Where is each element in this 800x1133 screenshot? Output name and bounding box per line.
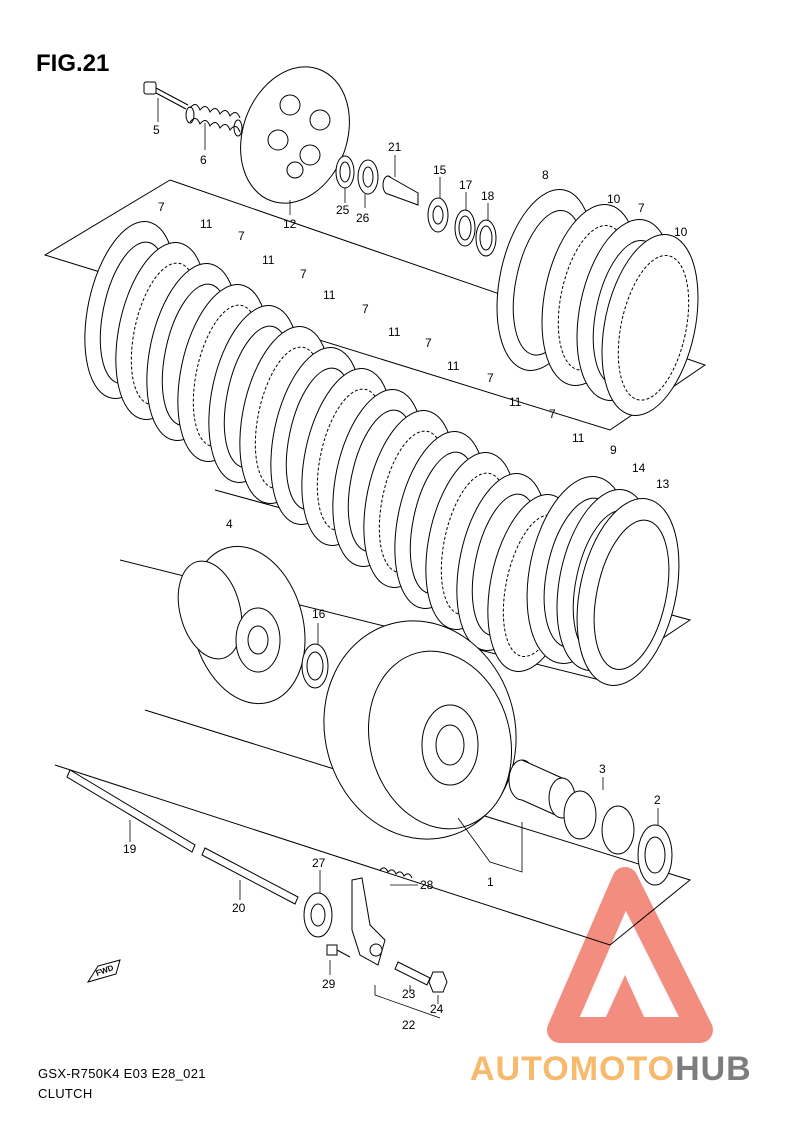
callout-7g: 7 xyxy=(487,371,494,385)
nut-15 xyxy=(427,197,449,233)
pushrod-piece-21 xyxy=(382,175,419,206)
model-code: GSX-R750K4 E03 E28_021 xyxy=(38,1066,206,1081)
upper-plate-4 xyxy=(601,234,699,416)
callout-19: 19 xyxy=(123,842,137,856)
pressure-plate-12 xyxy=(240,66,350,204)
callout-11e: 11 xyxy=(447,359,460,373)
callout-11c: 11 xyxy=(323,288,336,302)
callout-18: 18 xyxy=(481,189,495,203)
bearing-26 xyxy=(357,159,379,195)
callout-11b: 11 xyxy=(262,253,275,267)
callout-11d: 11 xyxy=(388,325,401,339)
callout-7a: 7 xyxy=(638,201,645,215)
spring-6 xyxy=(185,104,243,137)
spacer-3-sleeve xyxy=(508,759,576,819)
callout-4: 4 xyxy=(226,517,233,531)
watermark-part1: AUTOMOTO xyxy=(470,1050,676,1088)
push-rod-19 xyxy=(66,769,196,853)
bolt-29 xyxy=(326,944,351,958)
callout-24: 24 xyxy=(430,1002,444,1016)
callout-23: 23 xyxy=(402,987,416,1001)
washer-17 xyxy=(454,209,476,247)
callout-14: 14 xyxy=(632,461,646,475)
callout-1: 1 xyxy=(487,875,494,889)
clutch-hub-4 xyxy=(177,545,306,705)
callout-16: 16 xyxy=(312,607,326,621)
callout-7b: 7 xyxy=(158,200,165,214)
wire-ring-13 xyxy=(576,498,680,686)
callout-7e: 7 xyxy=(362,302,369,316)
callout-29: 29 xyxy=(322,977,336,991)
callout-6: 6 xyxy=(200,153,207,167)
callout-22: 22 xyxy=(402,1018,416,1032)
washer-16 xyxy=(301,643,329,689)
callout-11f: 11 xyxy=(509,395,522,409)
callout-27: 27 xyxy=(312,856,326,870)
watermark-part2: HUB xyxy=(675,1050,752,1088)
callout-3: 3 xyxy=(599,762,606,776)
callout-28: 28 xyxy=(420,878,434,892)
callout-5: 5 xyxy=(153,123,160,137)
callout-12: 12 xyxy=(283,217,297,231)
callout-labels: 5 6 12 21 25 26 15 17 18 8 10 7 10 7 11 … xyxy=(123,123,688,1032)
callout-8: 8 xyxy=(542,168,549,182)
callout-26: 26 xyxy=(356,211,370,225)
release-arm xyxy=(351,877,386,966)
watermark-logo xyxy=(547,867,713,1043)
callout-15: 15 xyxy=(433,163,447,177)
callout-10b: 10 xyxy=(674,225,688,239)
callout-7f: 7 xyxy=(425,336,432,350)
oil-seal-27 xyxy=(303,892,333,938)
callout-17: 17 xyxy=(459,178,473,192)
callout-11g: 11 xyxy=(572,431,585,445)
section-name: CLUTCH xyxy=(38,1086,93,1101)
thrust-washer-2 xyxy=(637,824,673,886)
nut-24 xyxy=(428,971,448,993)
callout-21: 21 xyxy=(388,140,402,154)
callout-20: 20 xyxy=(232,901,246,915)
clutch-plate-stack xyxy=(84,189,699,686)
callout-7h: 7 xyxy=(549,407,556,421)
watermark-text: AUTOMOTOHUB xyxy=(470,1050,752,1089)
push-rod-20 xyxy=(201,847,299,905)
washer-25 xyxy=(335,155,355,189)
primary-driven-gear-1 xyxy=(323,620,517,840)
needle-bearing-3 xyxy=(563,790,635,855)
leader-lines xyxy=(129,98,659,1019)
callout-25: 25 xyxy=(336,203,350,217)
callout-7c: 7 xyxy=(238,229,245,243)
bolt-23 xyxy=(394,961,431,986)
spring-28 xyxy=(379,867,413,879)
callout-2: 2 xyxy=(654,793,661,807)
callout-10a: 10 xyxy=(607,192,621,206)
figure-title: FIG.21 xyxy=(36,50,110,77)
callout-11a: 11 xyxy=(200,217,213,231)
callout-9: 9 xyxy=(610,443,617,457)
washer-18 xyxy=(475,219,497,257)
bolt-5 xyxy=(143,81,189,110)
callout-13: 13 xyxy=(656,477,670,491)
fwd-arrow-icon: FWD xyxy=(86,959,121,983)
callout-7d: 7 xyxy=(300,267,307,281)
